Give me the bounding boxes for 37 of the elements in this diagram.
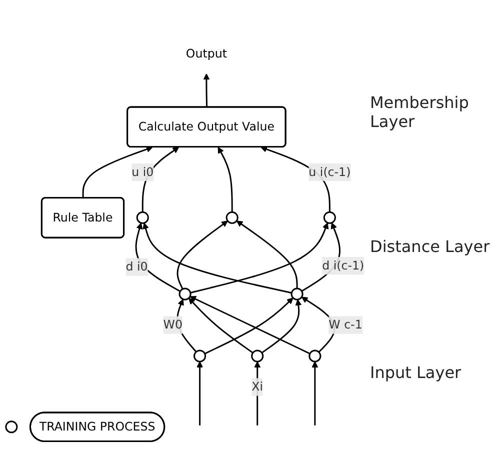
arrow	[196, 361, 204, 426]
node-text: Output	[186, 46, 227, 60]
node-circle	[194, 350, 206, 362]
edge-label: d i(c-1)	[322, 258, 364, 272]
arrow	[254, 361, 261, 426]
arrow	[82, 146, 153, 198]
edge-label: W0	[163, 318, 182, 332]
arrow	[236, 220, 298, 288]
edge-label: W c-1	[328, 318, 362, 332]
arrow	[190, 296, 310, 354]
arrow	[188, 298, 254, 354]
layer-label: Distance Layer	[370, 237, 491, 256]
node-circle	[323, 211, 336, 224]
node-circle	[251, 350, 264, 362]
layer-label: Membership Layer	[370, 93, 470, 132]
arrow	[142, 222, 292, 294]
node-circle	[308, 350, 322, 362]
arrow	[312, 361, 318, 426]
edge-label: d i0	[126, 260, 148, 274]
node-circle	[226, 211, 238, 224]
arrow	[135, 222, 181, 292]
node-circle	[290, 288, 304, 300]
arrow	[218, 146, 233, 212]
node-circle	[178, 288, 192, 300]
edge-label: u i(c-1)	[308, 164, 351, 179]
arrow	[190, 222, 329, 294]
edge-label: Xi	[252, 380, 264, 394]
arrow	[204, 297, 294, 354]
node-circle	[5, 420, 18, 434]
edge-label: u i0	[132, 164, 154, 179]
arrow	[203, 73, 210, 108]
arrow	[142, 146, 180, 212]
arrow	[176, 298, 197, 352]
arrow	[176, 220, 228, 290]
arrow	[261, 299, 302, 354]
node-circle	[136, 211, 149, 224]
layer-label: Input Layer	[370, 362, 462, 382]
